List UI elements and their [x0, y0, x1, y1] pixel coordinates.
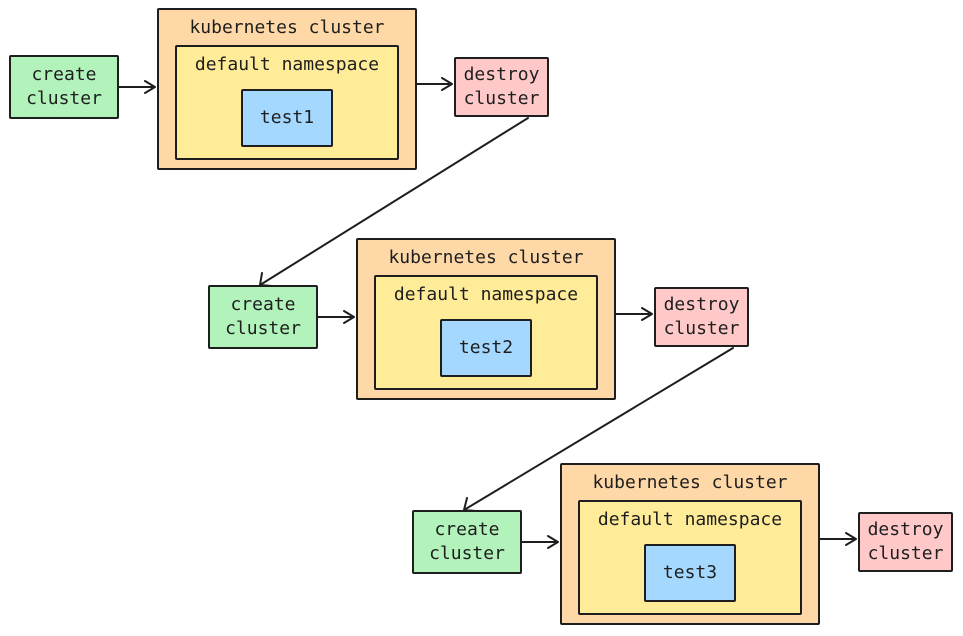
- default-namespace-label: default namespace: [393, 284, 579, 305]
- create-cluster-label: create cluster: [26, 64, 102, 109]
- arrow-create-to-cluster-3: [521, 535, 559, 549]
- destroy-cluster-label: destroy cluster: [463, 64, 540, 109]
- create-cluster-label: create cluster: [225, 294, 301, 339]
- test-box-1: test1: [241, 89, 333, 147]
- default-namespace-label: default namespace: [597, 509, 783, 530]
- destroy-cluster-label: destroy cluster: [663, 294, 740, 339]
- default-namespace-box-2: default namespace test2: [374, 275, 598, 390]
- arrow-create-to-cluster-1: [118, 80, 156, 94]
- destroy-cluster-box-1: destroy cluster: [454, 57, 549, 117]
- default-namespace-box-3: default namespace test3: [578, 500, 802, 615]
- arrow-cluster-to-destroy-3: [819, 532, 857, 546]
- create-cluster-label: create cluster: [429, 519, 505, 564]
- kubernetes-cluster-box-1: kubernetes cluster default namespace tes…: [157, 8, 417, 170]
- test-label: test3: [662, 562, 718, 583]
- test-box-2: test2: [440, 319, 532, 377]
- kubernetes-cluster-label: kubernetes cluster: [189, 17, 385, 38]
- destroy-cluster-label: destroy cluster: [867, 519, 944, 564]
- test-box-3: test3: [644, 544, 736, 602]
- kubernetes-cluster-label: kubernetes cluster: [388, 247, 584, 268]
- create-cluster-box-1: create cluster: [9, 55, 119, 119]
- default-namespace-label: default namespace: [194, 54, 380, 75]
- destroy-cluster-box-2: destroy cluster: [654, 287, 749, 347]
- test-label: test1: [259, 107, 315, 128]
- arrow-destroy-to-create-1: [259, 117, 529, 287]
- kubernetes-cluster-box-3: kubernetes cluster default namespace tes…: [560, 463, 820, 625]
- arrow-cluster-to-destroy-2: [615, 307, 653, 321]
- default-namespace-box-1: default namespace test1: [175, 45, 399, 160]
- destroy-cluster-box-3: destroy cluster: [858, 512, 953, 572]
- kubernetes-cluster-label: kubernetes cluster: [592, 472, 788, 493]
- arrow-create-to-cluster-2: [317, 310, 355, 324]
- arrow-destroy-to-create-2: [463, 347, 734, 512]
- test-label: test2: [458, 337, 514, 358]
- kubernetes-cluster-box-2: kubernetes cluster default namespace tes…: [356, 238, 616, 400]
- arrow-cluster-to-destroy-1: [416, 77, 453, 91]
